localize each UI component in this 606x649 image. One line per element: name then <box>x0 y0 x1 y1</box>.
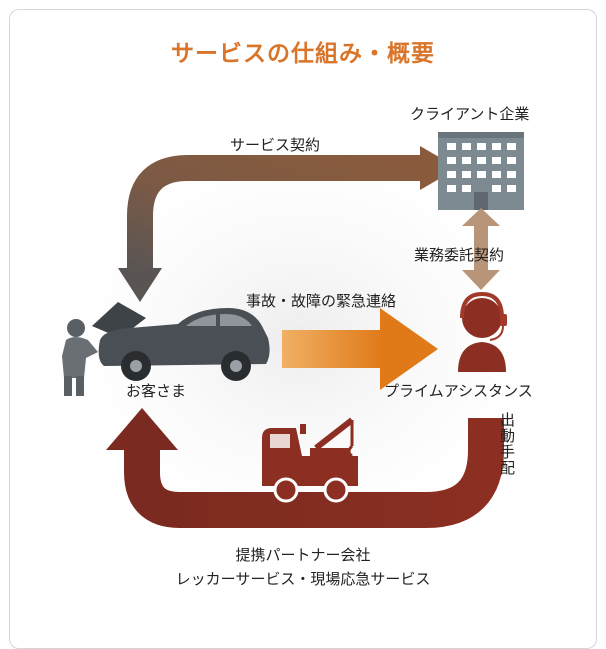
emergency-contact-arrow <box>282 308 438 390</box>
office-building-icon <box>438 132 524 210</box>
diagram-canvas <box>20 110 580 570</box>
dispatch-arrangement-label: 出動手配 <box>498 412 516 476</box>
customer-label: お客さま <box>126 382 187 400</box>
operator-headset-icon <box>458 291 507 372</box>
client-company-label: クライアント企業 <box>410 105 530 123</box>
partner-services-label: レッカーサービス・現場応急サービス <box>175 570 431 588</box>
prime-assistance-label: プライムアシスタンス <box>384 382 533 400</box>
car-with-person-icon <box>62 302 270 396</box>
tow-truck-icon <box>262 417 358 503</box>
service-contract-label: サービス契約 <box>230 136 321 154</box>
partner-company-label: 提携パートナー会社 <box>235 546 371 564</box>
diagram-title: サービスの仕組み・概要 <box>171 41 435 67</box>
dispatch-arrow <box>106 408 504 528</box>
emergency-contact-label: 事故・故障の緊急連絡 <box>246 292 397 310</box>
outsourcing-double-arrow <box>462 208 500 290</box>
outsourcing-contract-label: 業務委託契約 <box>414 246 505 264</box>
